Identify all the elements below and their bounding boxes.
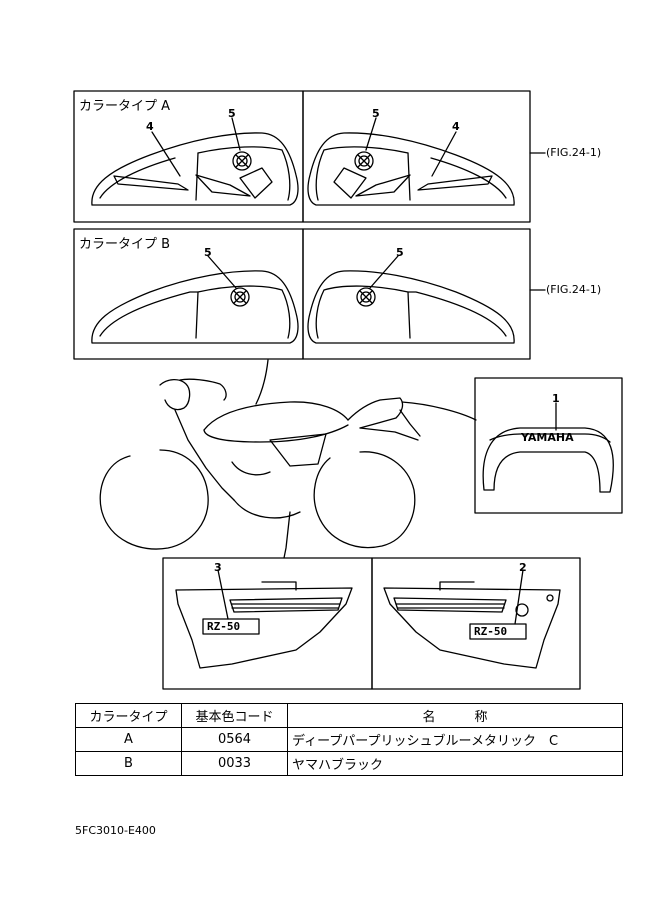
tank-a-right: [307, 132, 515, 206]
tank-a-left: [91, 132, 299, 206]
part-number-4-right: 4: [452, 120, 460, 133]
part-number-4-left: 4: [146, 120, 154, 133]
header-color-type: カラータイプ: [75, 703, 182, 728]
seat-cowl-frame: [474, 377, 623, 514]
panel-b-title: カラータイプ B: [79, 237, 171, 252]
panel-a-right-frame: [302, 90, 531, 223]
cell-type: B: [75, 751, 182, 776]
fig-ref-b[interactable]: (FIG.24-1): [546, 283, 602, 296]
rz50-emblem-right: RZ-50: [474, 625, 508, 638]
seat-cowl: [482, 427, 614, 493]
color-spec-table: カラータイプ 基本色コード 名 称 A 0564 ディープパープリッシュブルーメ…: [75, 703, 623, 776]
fig-ref-a[interactable]: (FIG.24-1): [546, 146, 602, 159]
cell-name: ヤマハブラック: [287, 751, 623, 776]
tank-b-right: [307, 270, 515, 344]
document-id: 5FC3010-E400: [75, 824, 156, 837]
yamaha-emblem: YAMAHA: [521, 431, 574, 444]
side-cover-right-frame: [371, 557, 581, 690]
side-cover-left: [175, 581, 353, 669]
part-number-5-b-right: 5: [396, 246, 404, 259]
side-cover-right: [383, 581, 561, 669]
rz50-emblem-left: RZ-50: [207, 620, 241, 633]
part-number-5-left: 5: [228, 107, 236, 120]
header-base-color-code: 基本色コード: [181, 703, 288, 728]
cell-type: A: [75, 727, 182, 752]
panel-a-title: カラータイプ A: [79, 99, 171, 114]
part-number-5-b-left: 5: [204, 246, 212, 259]
tank-b-left: [91, 270, 299, 344]
cell-code: 0033: [181, 751, 288, 776]
panel-b-right-frame: [302, 228, 531, 360]
side-cover-left-frame: [162, 557, 373, 690]
part-number-1: 1: [552, 392, 560, 405]
table-header-row: カラータイプ 基本色コード 名 称: [75, 703, 623, 728]
cell-code: 0564: [181, 727, 288, 752]
part-number-5-right: 5: [372, 107, 380, 120]
cell-name: ディープパープリッシュブルーメタリック C: [287, 727, 623, 752]
table-row: B 0033 ヤマハブラック: [75, 751, 623, 776]
table-row: A 0564 ディープパープリッシュブルーメタリック C: [75, 727, 623, 752]
header-name: 名 称: [287, 703, 623, 728]
part-number-3: 3: [214, 561, 222, 574]
part-number-2: 2: [519, 561, 527, 574]
motorcycle-silhouette: [99, 378, 421, 550]
